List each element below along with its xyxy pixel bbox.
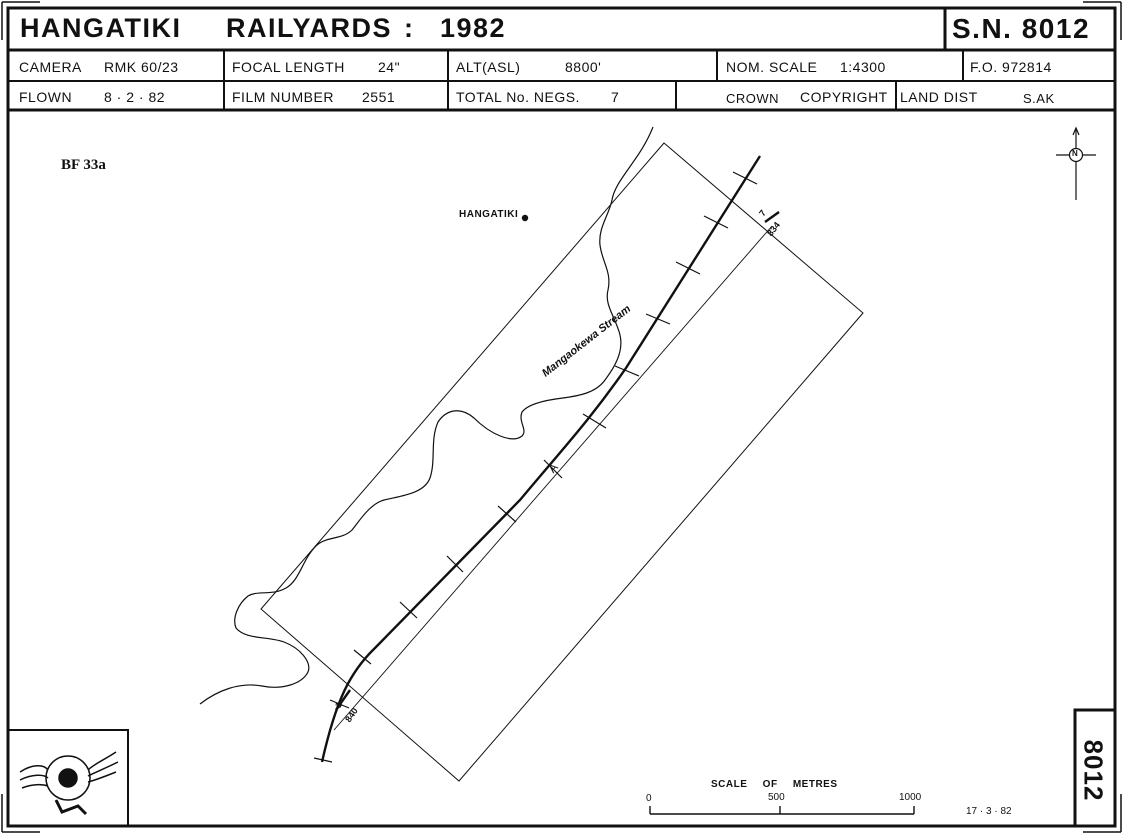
land-district-value: S.AK <box>1023 91 1055 106</box>
film-number-label: FILM NUMBER <box>232 89 334 105</box>
scale-tick-1000: 1000 <box>899 792 922 803</box>
flight-order: F.O. 972814 <box>970 59 1052 75</box>
railway-line <box>320 155 762 763</box>
map-subtitle: RAILYARDS <box>226 13 393 43</box>
scale-bar-title: SCALE OF METRES <box>711 779 838 790</box>
hangatiki-point <box>521 214 529 222</box>
north-arrow <box>1056 126 1096 200</box>
land-district-label: LAND DIST <box>900 89 978 105</box>
map-reference: BF 33a <box>61 157 106 173</box>
flown-value: 8 · 2 · 82 <box>104 89 166 105</box>
camera-value: RMK 60/23 <box>104 59 179 75</box>
sheet-number-vertical: 8012 <box>1078 739 1109 802</box>
drawing-date: 17 · 3 · 82 <box>966 806 1012 817</box>
title-year: 1982 <box>440 13 507 43</box>
focal-length-value: 24" <box>378 59 401 75</box>
altitude-value: 8800' <box>565 59 602 75</box>
scale-tick-0: 0 <box>646 793 652 804</box>
copyright-text: COPYRIGHT <box>800 89 888 105</box>
stream-line <box>199 126 654 705</box>
photo-coverage-rectangle <box>260 142 864 782</box>
title-colon: : <box>404 13 415 43</box>
focal-length-label: FOCAL LENGTH <box>232 59 345 75</box>
nominal-scale-value: 1:4300 <box>840 59 886 75</box>
map-title: HANGATIKI <box>20 13 182 43</box>
crown-text: CROWN <box>726 91 780 106</box>
serial-number: S.N. 8012 <box>952 13 1091 44</box>
parallel-line <box>333 225 773 731</box>
total-negs-value: 7 <box>611 89 620 105</box>
scale-tick-500: 500 <box>768 792 785 803</box>
film-number-value: 2551 <box>362 89 396 105</box>
altitude-label: ALT(ASL) <box>456 59 521 75</box>
scale-bar-lines <box>649 806 915 815</box>
north-letter: N <box>1072 149 1078 158</box>
camera-label: CAMERA <box>19 59 82 75</box>
nominal-scale-label: NOM. SCALE <box>726 59 818 75</box>
place-label-hangatiki: HANGATIKI <box>459 209 519 220</box>
aerial-mapping-logo <box>19 751 119 816</box>
total-negs-label: TOTAL No. NEGS. <box>456 89 580 105</box>
flown-label: FLOWN <box>19 89 73 105</box>
